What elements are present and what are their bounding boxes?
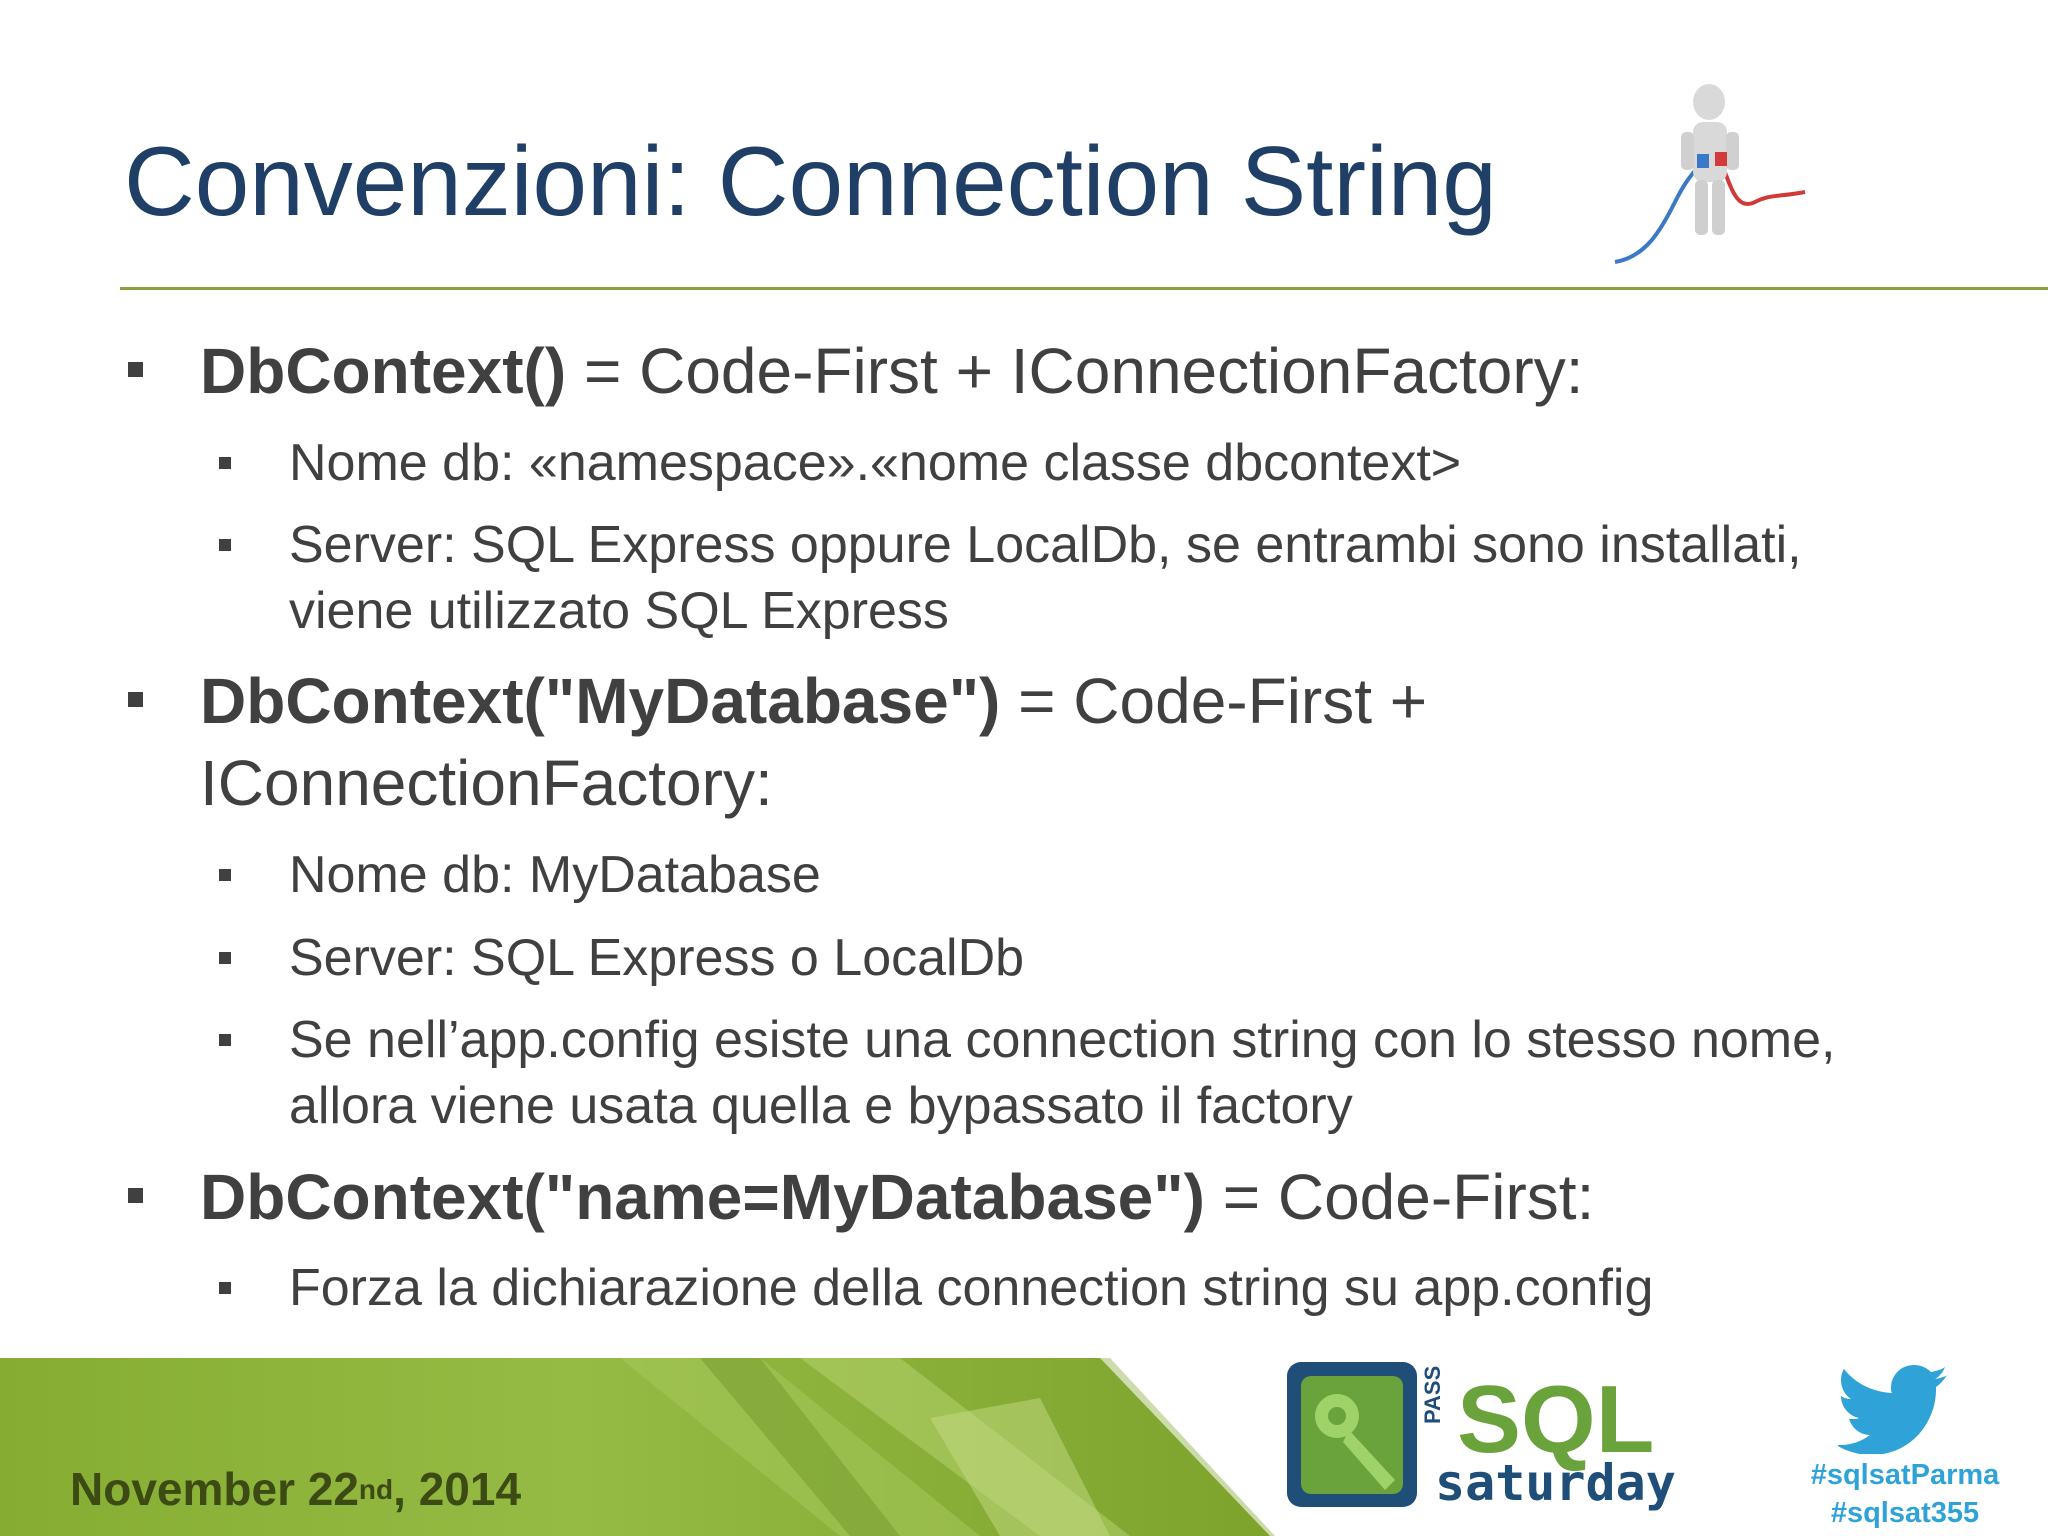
sub-bullet-item: Nome db: MyDatabase bbox=[289, 846, 821, 904]
hashtag-355[interactable]: #sqlsat355 bbox=[1830, 1497, 1980, 1529]
footer-band bbox=[0, 1358, 1290, 1536]
sub-bullet-item: Forza la dichiarazione della connection … bbox=[289, 1259, 1654, 1317]
sql-saturday-logo: PASS SQL saturday bbox=[1287, 1362, 1676, 1512]
sub-bullet-square-icon bbox=[219, 539, 231, 551]
sub-bullet-square-icon bbox=[219, 457, 231, 469]
bullet-text: = Code-First + IConnectionFactory: bbox=[200, 665, 1428, 819]
page-title: Convenzioni: Connection String bbox=[124, 126, 1497, 236]
title-divider bbox=[120, 287, 2048, 290]
bullet-item: DbContext("MyDatabase") = Code-First + I… bbox=[200, 660, 1980, 824]
bullet-square-icon bbox=[128, 362, 143, 377]
person-with-cables-icon bbox=[1614, 84, 1806, 264]
sub-bullet-item: Server: SQL Express oppure LocalDb, se e… bbox=[289, 516, 1802, 640]
twitter-bird-icon bbox=[1838, 1365, 1948, 1454]
logo-saturday-text: saturday bbox=[1435, 1454, 1676, 1512]
bullet-code: DbContext("MyDatabase") bbox=[200, 665, 1001, 737]
sub-bullet-square-icon bbox=[219, 952, 231, 964]
hashtag-parma[interactable]: #sqlsatParma bbox=[1810, 1459, 2000, 1491]
bullet-item: DbContext("name=MyDatabase") = Code-Firs… bbox=[200, 1156, 1980, 1238]
sub-bullet-square-icon bbox=[219, 869, 231, 881]
hashtags: #sqlsatParma #sqlsat355 bbox=[1770, 1456, 2040, 1532]
bullet-text: = Code-First + IConnectionFactory: bbox=[566, 335, 1584, 407]
bullet-code: DbContext() bbox=[200, 335, 567, 407]
sub-bullet-square-icon bbox=[219, 1034, 231, 1046]
bullet-item: DbContext() = Code-First + IConnectionFa… bbox=[200, 330, 1980, 412]
bullet-square-icon bbox=[128, 692, 143, 707]
bullet-code: DbContext("name=MyDatabase") bbox=[200, 1161, 1205, 1233]
sub-bullet-item: Nome db: «namespace».«nome classe dbcont… bbox=[289, 434, 1462, 492]
sub-bullet-square-icon bbox=[219, 1282, 231, 1294]
event-date: November 22nd, 2014 bbox=[70, 1463, 522, 1515]
sub-bullet-item: Se nell’app.config esiste una connection… bbox=[289, 1011, 1836, 1135]
logo-sql-text: SQL bbox=[1457, 1366, 1654, 1473]
sub-bullet-item: Server: SQL Express o LocalDb bbox=[289, 929, 1025, 987]
bullet-text: = Code-First: bbox=[1204, 1161, 1595, 1233]
logo-pass-text: PASS bbox=[1420, 1366, 1445, 1424]
bullet-square-icon bbox=[128, 1188, 143, 1203]
